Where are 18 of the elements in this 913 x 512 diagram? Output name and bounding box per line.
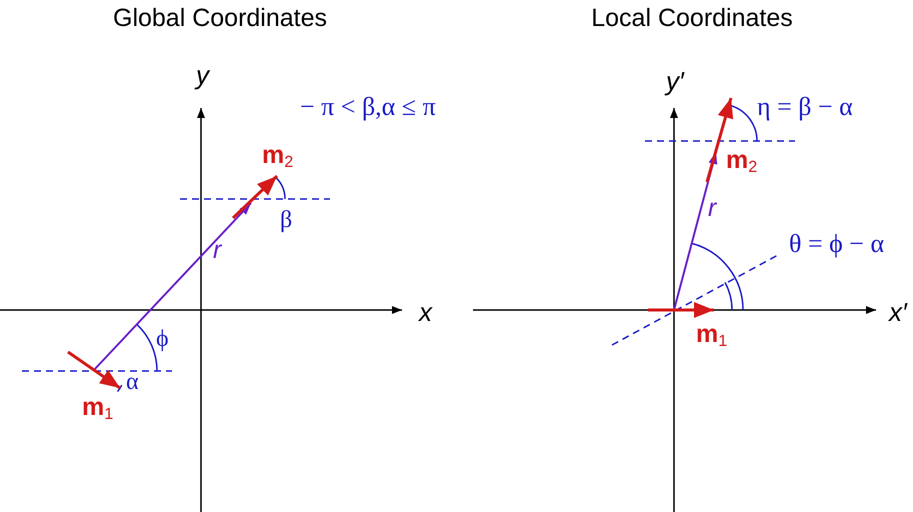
- vector-label: m$_{1}$: [82, 395, 114, 422]
- vector-label: r: [213, 238, 222, 263]
- panel-title: Local Coordinates: [591, 6, 793, 31]
- panel-title: Global Coordinates: [113, 6, 327, 31]
- vector-label: m$_{2}$: [262, 143, 294, 170]
- axis-label: y′: [666, 68, 684, 94]
- angle-formula: θ = ϕ − α: [789, 231, 884, 257]
- angle-label: ϕ: [156, 327, 169, 351]
- axis-label: x: [419, 299, 432, 325]
- angle-label: α: [126, 370, 139, 394]
- vector-label: m$_{2}$: [726, 148, 758, 176]
- axis-label: y: [196, 62, 209, 88]
- angle-label: β: [280, 208, 292, 232]
- vector-label: m$_{1}$: [696, 322, 728, 350]
- angle-range-note: − π < β,α ≤ π: [300, 94, 436, 120]
- vector-label: r: [708, 196, 716, 221]
- axis-label: x′: [889, 299, 907, 325]
- angle-formula: η = β − α: [757, 94, 853, 120]
